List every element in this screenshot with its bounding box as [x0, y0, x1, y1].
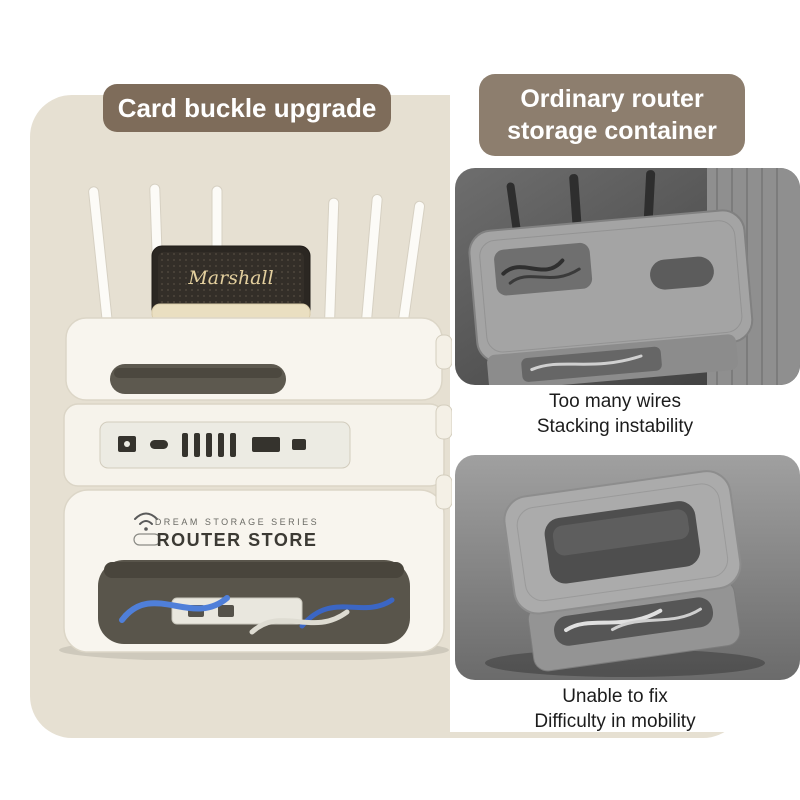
buckle-clip [435, 334, 453, 370]
photo1-caption: Too many wires Stacking instability [455, 389, 775, 439]
upgrade-badge: Card buckle upgrade [103, 84, 391, 132]
side-buckles [435, 334, 453, 510]
port-icons [118, 433, 306, 457]
storage-box-bottom-tier: DREAM STORAGE SERIES ROUTER STORE [63, 489, 445, 653]
antenna-icon [88, 186, 114, 339]
ordinary-badge-line1: Ordinary router [520, 85, 704, 113]
antenna-icon [359, 194, 383, 339]
port-panel [99, 421, 351, 469]
photo1-caption-line1: Too many wires [549, 391, 681, 412]
wifi-icon [134, 512, 158, 531]
gray-container-lid [468, 209, 754, 385]
power-strip [171, 597, 303, 625]
photo2-caption-line1: Unable to fix [562, 686, 668, 707]
photo1-caption-line2: Stacking instability [536, 416, 694, 438]
tilted-container-photo [455, 455, 800, 680]
tilted-gray-container [503, 470, 742, 672]
brand-pill [133, 533, 161, 546]
storage-box-middle-tier [63, 403, 445, 487]
buckle-clip [435, 404, 453, 440]
series-label: DREAM STORAGE SERIES [155, 517, 319, 527]
upgrade-badge-label: Card buckle upgrade [117, 92, 377, 123]
cable-opening [98, 560, 410, 644]
upgraded-router-box-photo: Marshall [52, 150, 453, 662]
upgraded-router-box-art: Marshall [59, 183, 453, 662]
product-name-label: ROUTER STORE [157, 530, 318, 550]
storage-box-top-tier [65, 317, 443, 401]
blue-cable [299, 597, 395, 629]
slot-shadow [114, 368, 282, 378]
photo2-caption-line2: Difficulty in mobility [534, 711, 696, 733]
speaker-brand-text: Marshall [187, 267, 273, 289]
buckle-clip [435, 474, 453, 510]
ordinary-badge: Ordinary router storage container [479, 74, 745, 156]
ordinary-badge-line2: storage container [507, 117, 717, 145]
handle-cutout [650, 256, 714, 290]
photo2-caption: Unable to fix Difficulty in mobility [455, 684, 775, 734]
blue-cable [119, 595, 230, 623]
bluetooth-speaker: Marshall [151, 245, 311, 323]
antenna-icon [323, 197, 340, 339]
white-cable [249, 609, 350, 635]
messy-wires-photo [455, 168, 800, 385]
